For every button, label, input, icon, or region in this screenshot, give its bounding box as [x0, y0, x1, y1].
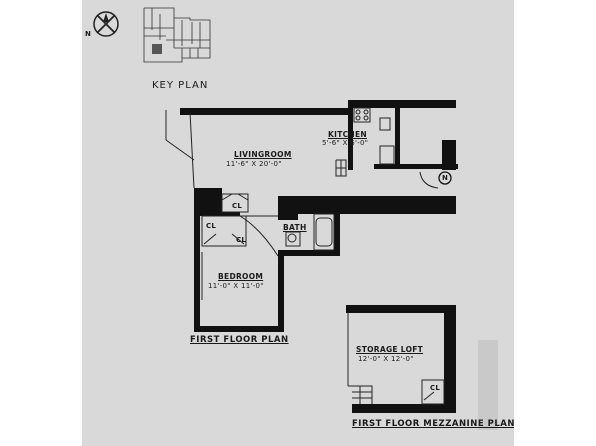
- room-dims-bedroom: 11'-0" X 11'-0": [208, 282, 264, 290]
- room-dims-kitchen: 5'-6" X 6'-0": [322, 139, 369, 147]
- mezzanine-shadow: [478, 340, 498, 430]
- first-floor-details: [165, 107, 439, 300]
- closet-label: CL: [236, 236, 247, 244]
- first-floor-walls: [180, 100, 458, 332]
- room-name-livingroom: LIVINGROOM: [234, 150, 292, 159]
- room-name-kitchen: KITCHEN: [328, 130, 367, 139]
- room-dims-storage-loft: 12'-0" X 12'-0": [358, 355, 414, 363]
- mezzanine-plan-title: FIRST FLOOR MEZZANINE PLAN: [352, 419, 514, 429]
- room-name-storage-loft: STORAGE LOFT: [356, 345, 424, 354]
- key-plan-title: KEY PLAN: [152, 80, 209, 91]
- room-dims-livingroom: 11'-6" X 20'-0": [226, 160, 282, 168]
- floor-plan-drawing: [93, 7, 498, 430]
- closet-label: CL: [232, 202, 243, 210]
- mezzanine-details: [347, 313, 445, 405]
- first-floor-plan-title: FIRST FLOOR PLAN: [190, 335, 289, 345]
- mezzanine-walls: [346, 305, 456, 413]
- north-arrow-icon: [438, 171, 452, 185]
- compass-icon: [93, 11, 119, 37]
- key-plan-drawing: [143, 7, 211, 63]
- floor-plan-sheet: KEY PLAN N LIVINGROOM 11'-6" X 20'-0" KI…: [82, 0, 514, 446]
- mezzanine-closet-label: CL: [430, 384, 441, 392]
- room-name-bath: BATH: [283, 223, 307, 232]
- compass-north-label: N: [85, 30, 92, 38]
- closet-label: CL: [206, 222, 217, 230]
- north-arrow-label: N: [442, 174, 449, 182]
- room-name-bedroom: BEDROOM: [218, 272, 264, 281]
